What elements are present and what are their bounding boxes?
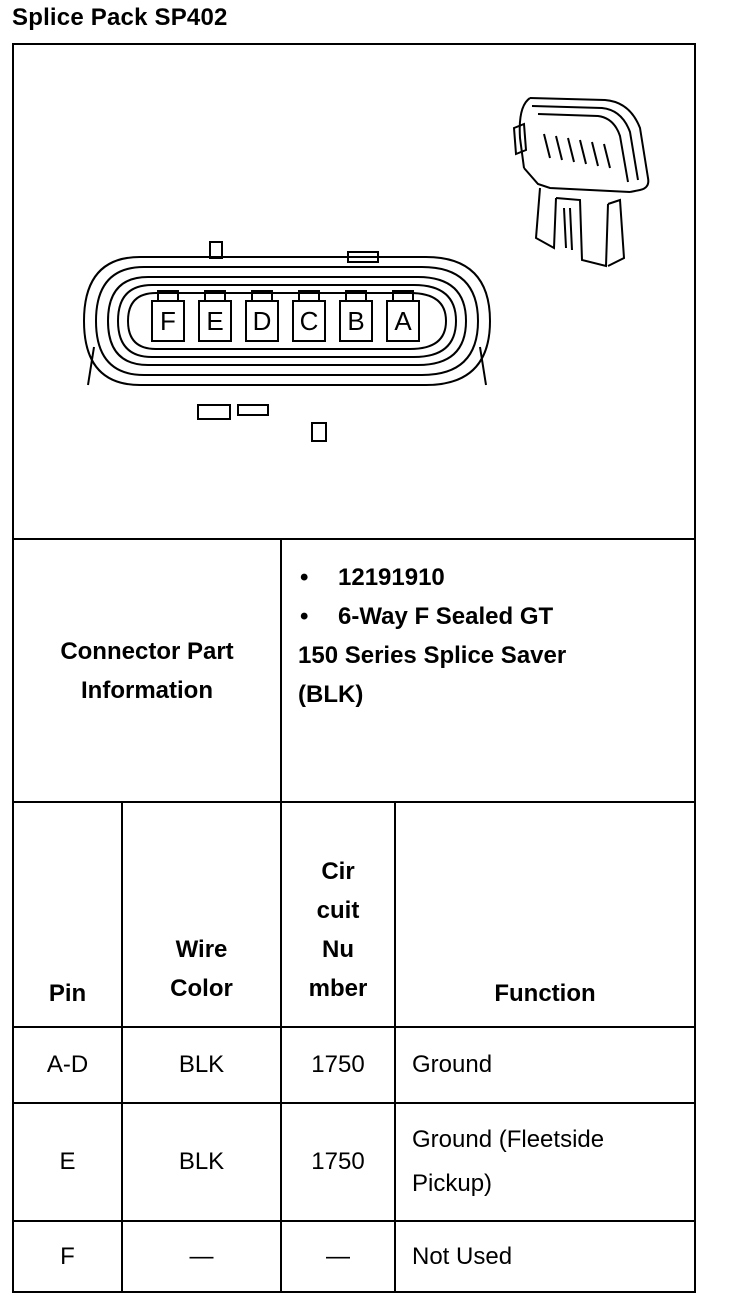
part-info-details: 12191910 6-Way F Sealed GT 150 Series Sp… — [298, 558, 688, 714]
part-description-line3: (BLK) — [298, 681, 364, 708]
pin-label-f: F — [160, 306, 176, 336]
pin-label-d: D — [253, 306, 272, 336]
pin-cavity-b — [339, 300, 373, 342]
part-description-line2: 150 Series Splice Saver — [298, 642, 567, 669]
part-info-label-line1: Connector Part — [60, 637, 234, 665]
header-function: Function — [494, 980, 596, 1007]
row-2-wire-color: BLK — [178, 1148, 225, 1175]
row-2-circuit: 1750 — [311, 1148, 365, 1175]
divider-partinfo-bottom — [12, 801, 696, 803]
row-2-function: Ground (Fleetside Pickup) — [412, 1126, 605, 1197]
divider-row-2 — [12, 1220, 696, 1222]
divider-col-function — [394, 801, 396, 1293]
pin-cavity-c — [292, 300, 326, 342]
header-wire-color: Wire Color — [170, 936, 233, 1002]
part-number: 12191910 — [298, 558, 688, 597]
row-1-wire-color: BLK — [178, 1051, 225, 1078]
pin-cavity-f — [151, 300, 185, 342]
row-1-circuit: 1750 — [311, 1051, 365, 1078]
part-info-label-line2: Information — [81, 676, 213, 704]
part-description-line1: 6-Way F Sealed GT — [298, 597, 688, 636]
row-1-pin: A-D — [46, 1051, 89, 1078]
page-title: Splice Pack SP402 — [12, 4, 228, 31]
divider-diagram-bottom — [12, 538, 696, 540]
divider-partinfo-column — [280, 538, 282, 803]
pin-label-e: E — [206, 306, 223, 336]
connector-table-frame — [12, 43, 696, 1293]
pin-cavity-e — [198, 300, 232, 342]
divider-col-circuit — [280, 801, 282, 1293]
header-circuit-number: Cir cuit Nu mber — [308, 858, 368, 1002]
row-3-circuit: — — [326, 1242, 350, 1270]
part-info-label: Connector Part Information — [14, 540, 280, 801]
divider-header-bottom — [12, 1026, 696, 1028]
row-1-function: Ground — [412, 1051, 493, 1078]
divider-row-1 — [12, 1102, 696, 1104]
row-3-wire-color: — — [189, 1242, 214, 1270]
row-3-function: Not Used — [412, 1242, 513, 1270]
pin-label-a: A — [394, 306, 412, 336]
header-pin: Pin — [48, 980, 87, 1007]
pin-cavity-d — [245, 300, 279, 342]
pin-cavity-a — [386, 300, 420, 342]
pin-label-b: B — [347, 306, 364, 336]
divider-col-wire — [121, 801, 123, 1293]
row-2-pin: E — [59, 1148, 76, 1175]
pin-label-c: C — [300, 306, 319, 336]
connector-isometric-drawing — [512, 97, 650, 268]
row-3-pin: F — [60, 1242, 75, 1270]
